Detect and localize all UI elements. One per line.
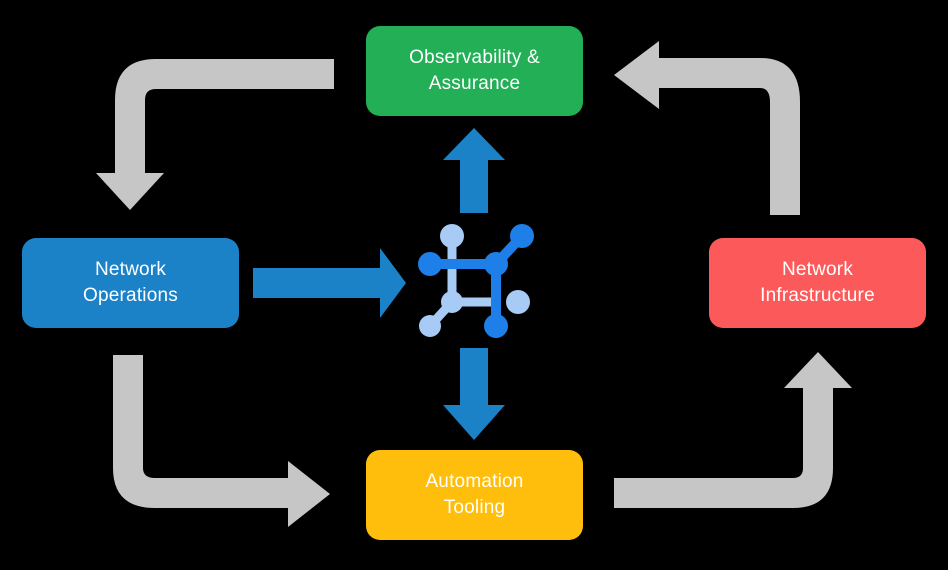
node-box-observability[interactable]: Observability & Assurance xyxy=(366,26,583,116)
connector-center-to-automation xyxy=(443,348,505,440)
node-box-network-operations[interactable]: Network Operations xyxy=(22,238,239,328)
connector-loop-bottom-left xyxy=(113,355,330,527)
network-topology-icon xyxy=(418,218,544,344)
connector-loop-top-right xyxy=(614,41,800,215)
node-label-network-infrastructure: Network Infrastructure xyxy=(760,259,875,306)
connector-center-to-observability xyxy=(443,128,505,213)
connector-loop-top-left xyxy=(96,59,334,210)
node-box-automation-tooling[interactable]: Automation Tooling xyxy=(366,450,583,540)
connector-center-from-operations xyxy=(253,248,406,318)
node-label-network-operations: Network Operations xyxy=(83,259,178,306)
node-label-automation-tooling: Automation Tooling xyxy=(425,471,524,518)
node-label-observability: Observability & Assurance xyxy=(409,47,540,94)
node-box-network-infrastructure[interactable]: Network Infrastructure xyxy=(709,238,926,328)
connector-loop-bottom-right xyxy=(614,352,852,508)
